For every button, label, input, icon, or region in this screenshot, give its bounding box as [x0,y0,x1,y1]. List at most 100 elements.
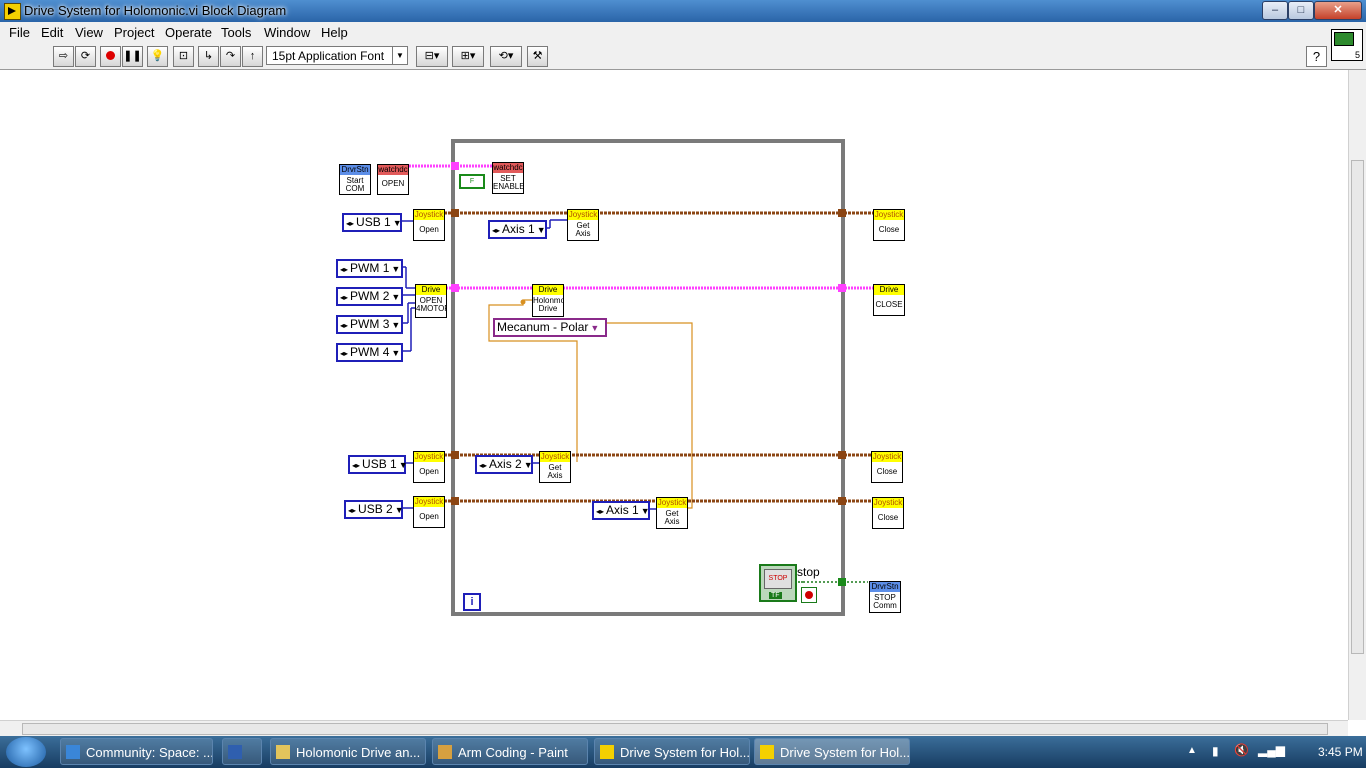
stop-button-face: STOP [764,569,792,589]
menu-tools[interactable]: Tools [221,25,252,40]
step-out-icon[interactable]: ↑ [242,46,263,67]
joystick-open-node-1[interactable]: Joystick Open [413,209,445,241]
scope-icon [1334,32,1354,46]
cleanup-diagram-icon[interactable]: ⚒ [527,46,548,67]
chevron-down-icon: ▼ [391,348,401,358]
retain-wire-values-icon[interactable]: ⊡ [173,46,194,67]
axis2-control[interactable]: ◂▸Axis 2▼ [475,455,533,474]
task-drive-system-1[interactable]: Drive System for Hol... [594,738,750,765]
pwm1-control[interactable]: ◂▸PWM 1▼ [336,259,403,278]
chevron-down-icon: ▼ [640,506,650,516]
close-button[interactable]: ✕ [1314,1,1362,20]
pwm4-control[interactable]: ◂▸PWM 4▼ [336,343,403,362]
usb1-top-control[interactable]: ◂▸USB 1▼ [342,213,402,232]
watchdog-open-node[interactable]: watchdc OPEN [377,164,409,195]
horizontal-scrollbar[interactable] [0,720,1348,736]
tunnel [451,162,459,170]
pwm3-control[interactable]: ◂▸PWM 3▼ [336,315,403,334]
maximize-button[interactable]: □ [1288,1,1314,20]
task-paint[interactable]: Arm Coding - Paint [432,738,588,765]
network-icon[interactable]: ▂▄▆ [1258,743,1285,757]
tunnel [451,497,459,505]
joystick-open-node-3[interactable]: Joystick Open [413,496,445,528]
show-hidden-icons-icon[interactable]: ▲ [1187,745,1197,756]
usb1-bottom-control[interactable]: ◂▸USB 1▼ [348,455,408,474]
reorder-icon[interactable]: ⟲▾ [490,46,522,67]
node-label: Close [876,467,898,476]
align-objects-icon[interactable]: ⊟▾ [416,46,448,67]
iteration-terminal[interactable]: i [463,593,481,611]
joystick-close-node-1[interactable]: Joystick Close [873,209,905,241]
usb2-control[interactable]: ◂▸USB 2▼ [344,500,404,519]
pause-icon[interactable]: ❚❚ [122,46,143,67]
start-button[interactable] [6,737,46,767]
minimize-button[interactable]: – [1262,1,1288,20]
vertical-scrollbar[interactable] [1348,70,1366,720]
context-help-button[interactable]: ? [1306,46,1327,67]
joystick-close-node-2[interactable]: Joystick Close [871,451,903,483]
stop-button-type: TF [769,592,782,599]
control-value: USB 1 [356,215,391,229]
node-header: Drive [874,285,904,295]
menu-operate[interactable]: Operate [165,25,212,40]
menu-window[interactable]: Window [264,25,311,40]
volume-muted-icon[interactable]: 🔇 [1234,743,1249,757]
tunnel [838,497,846,505]
menu-project[interactable]: Project [114,25,155,40]
distribute-objects-icon[interactable]: ⊞▾ [452,46,484,67]
vertical-scroll-thumb[interactable] [1351,160,1364,654]
arrows-icon: ◂▸ [596,507,605,516]
arrows-icon: ◂▸ [340,293,349,302]
joystick-open-node-2[interactable]: Joystick Open [413,451,445,483]
node-header: Joystick [874,210,904,220]
false-constant[interactable]: F [459,174,485,189]
task-holomonic-drive[interactable]: Holomonic Drive an... [270,738,426,765]
menu-help[interactable]: Help [321,25,348,40]
stop-button-terminal[interactable]: STOP TF [759,564,797,602]
while-loop[interactable] [451,139,845,616]
node-label: Open [419,467,439,476]
loop-condition-terminal[interactable] [801,587,817,603]
axis1-bottom-control[interactable]: ◂▸Axis 1▼ [592,501,650,520]
tunnel [451,209,459,217]
mecanum-polar-constant[interactable]: Mecanum - Polar▼ [493,318,607,337]
joystick-close-node-3[interactable]: Joystick Close [872,497,904,529]
battery-icon[interactable]: ▮ [1212,744,1219,758]
drive-close-node[interactable]: Drive CLOSE [873,284,905,316]
node-header: Joystick [872,452,902,462]
arrows-icon: ◂▸ [352,461,361,470]
axis1-top-control[interactable]: ◂▸Axis 1▼ [488,220,547,239]
menu-view[interactable]: View [75,25,103,40]
font-dropdown[interactable]: 15pt Application Font▼ [266,46,408,65]
task-community[interactable]: Community: Space: ... [60,738,213,765]
menu-file[interactable]: File [9,25,30,40]
horizontal-scroll-thumb[interactable] [22,723,1328,735]
tunnel [451,284,459,292]
run-continuously-icon[interactable]: ⟳ [75,46,96,67]
task-drive-system-2[interactable]: Drive System for Hol... [754,738,910,765]
task-word[interactable] [222,738,262,765]
pwm2-control[interactable]: ◂▸PWM 2▼ [336,287,403,306]
abort-icon[interactable] [100,46,121,67]
arrows-icon: ◂▸ [340,349,349,358]
step-into-icon[interactable]: ↳ [198,46,219,67]
menu-edit[interactable]: Edit [41,25,64,40]
arrows-icon: ◂▸ [346,219,355,228]
step-over-icon[interactable]: ↷ [220,46,241,67]
highlight-execution-icon[interactable]: 💡 [147,46,168,67]
arrows-icon: ◂▸ [340,265,349,274]
stop-label: stop [797,565,820,579]
clock[interactable]: 3:45 PM [1318,745,1363,759]
run-arrow-icon[interactable]: ⇨ [53,46,74,67]
